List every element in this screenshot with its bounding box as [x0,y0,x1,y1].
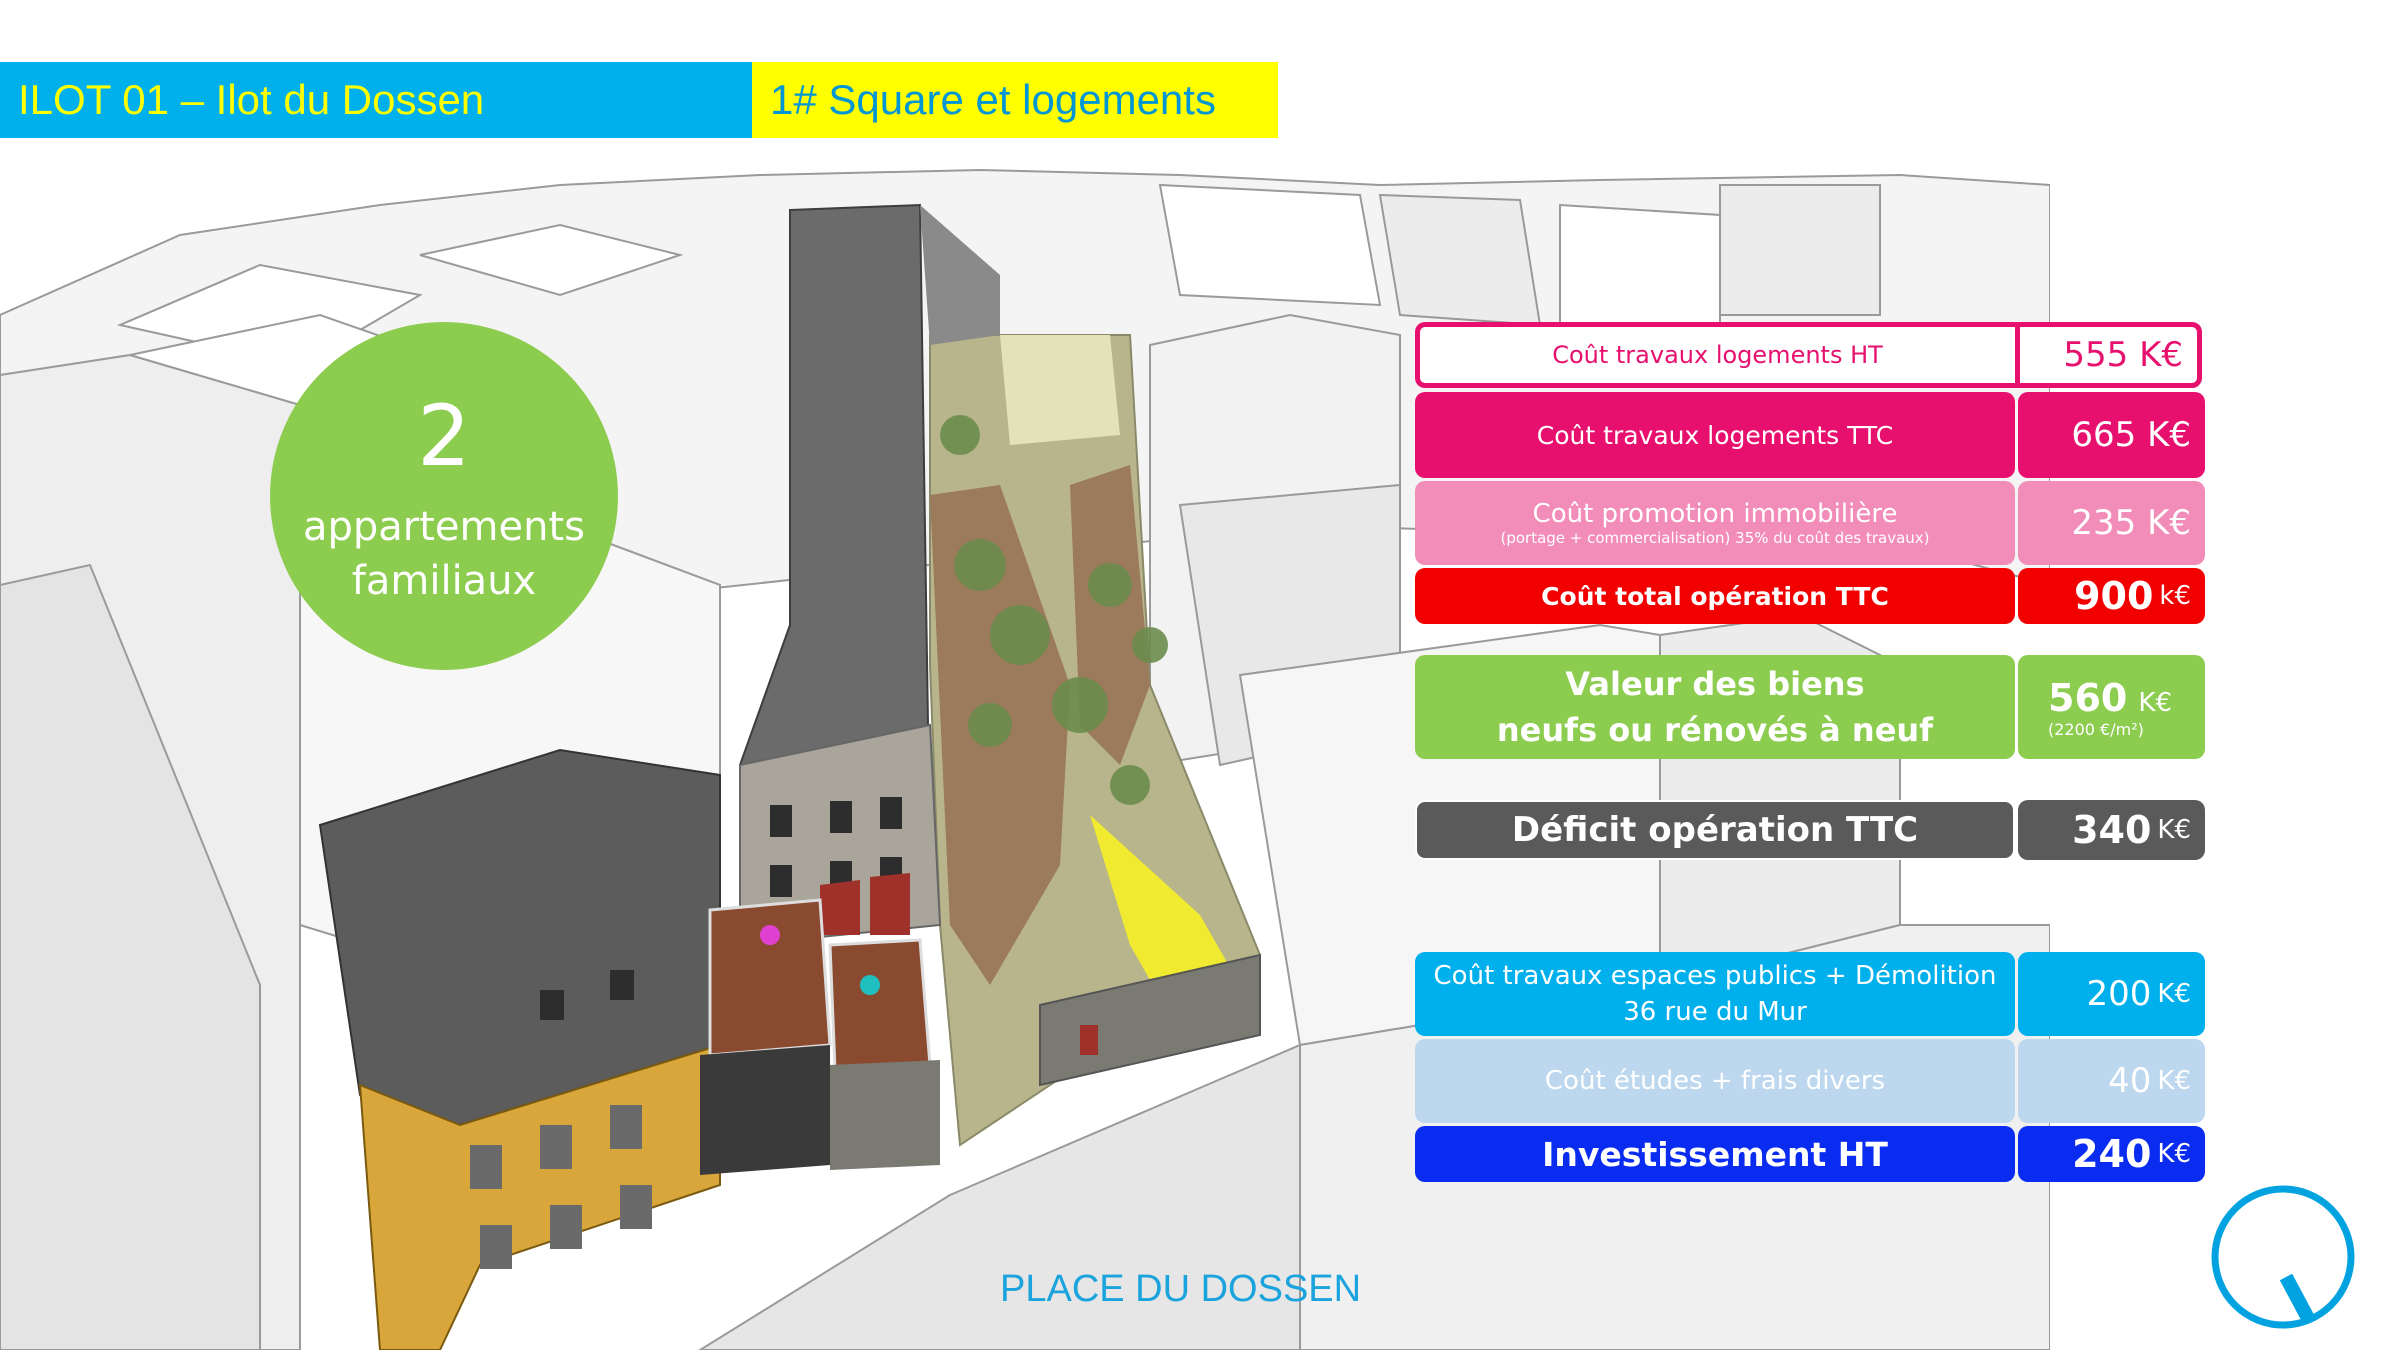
place-label: PLACE DU DOSSEN [1000,1268,1362,1310]
cost-row-public-spaces: Coût travaux espaces publics + Démolitio… [1415,952,2205,1036]
cost-unit: K€ [2157,815,2191,845]
cost-label: Coût travaux logements TTC [1415,392,2015,478]
cost-unit: K€ [2157,979,2191,1009]
cost-label: Coût promotion immobilière [1532,499,1898,529]
cost-row-investment: Investissement HT 240 K€ [1415,1126,2205,1182]
cost-unit: K€ [2157,1139,2191,1169]
cost-label: Coût études + frais divers [1415,1039,2015,1123]
cost-unit: K€ [2157,1066,2191,1096]
cost-value: 240 [2072,1132,2152,1176]
cost-row-property-value: Valeur des biens neufs ou rénovés à neuf… [1415,655,2205,759]
cost-label-line1: Coût travaux espaces publics + Démolitio… [1433,961,1997,991]
cost-value-box: 200 K€ [2018,952,2205,1036]
cost-label-box: Coût promotion immobilière (portage + co… [1415,481,2015,565]
cost-row-housing-ttc: Coût travaux logements TTC 665 K€ [1415,392,2205,478]
apartments-label-line2: familiaux [351,558,537,604]
cost-value: 555 K€ [2015,322,2202,388]
header-subtitle: 1# Square et logements [770,76,1216,123]
cost-label: Investissement HT [1415,1126,2015,1182]
cost-label-line2: neufs ou rénovés à neuf [1496,711,1934,749]
apartments-callout: 2 appartements familiaux [270,322,618,670]
cost-unit: K€ [2138,687,2173,718]
cost-unit: k€ [2159,581,2191,611]
apartments-count: 2 [417,387,471,485]
cost-label-line2: 36 rue du Mur [1623,997,1807,1027]
cost-row-studies: Coût études + frais divers 40 K€ [1415,1039,2205,1123]
cost-value-box: 560 K€ (2200 €/m²) [2018,655,2205,759]
cost-label: Coût total opération TTC [1415,568,2015,624]
cost-value-box: 900 k€ [2018,568,2205,624]
compass-logo-icon [2211,1185,2355,1329]
cost-value-box: 240 K€ [2018,1126,2205,1182]
cost-row-deficit: Déficit opération TTC 340 K€ [1415,800,2205,860]
header-title-band: ILOT 01 – Ilot du Dossen [0,62,752,138]
cost-note: (2200 €/m²) [2048,719,2144,739]
cost-value-box: 340 K€ [2018,800,2205,860]
cost-note: (portage + commercialisation) 35% du coû… [1500,529,1930,547]
header-title: ILOT 01 – Ilot du Dossen [18,76,485,123]
apartments-label-line1: appartements [303,504,585,550]
cost-row-housing-ht: Coût travaux logements HT 555 K€ [1415,322,2205,388]
cost-value: 235 K€ [2018,481,2205,565]
cost-value: 340 [2072,808,2152,852]
cost-label-box: Coût travaux espaces publics + Démolitio… [1415,952,2015,1036]
cost-label: Coût travaux logements HT [1415,322,2015,388]
cost-label-box: Valeur des biens neufs ou rénovés à neuf [1415,655,2015,759]
cost-label: Déficit opération TTC [1415,800,2015,860]
cost-value: 40 [2108,1061,2152,1101]
cost-label-line1: Valeur des biens [1565,665,1865,703]
cost-value: 200 [2086,974,2152,1014]
cost-row-promotion: Coût promotion immobilière (portage + co… [1415,481,2205,565]
cost-value-box: 40 K€ [2018,1039,2205,1123]
header-subtitle-band: 1# Square et logements [752,62,1278,138]
cost-value: 560 [2048,675,2128,720]
cost-row-total-ttc: Coût total opération TTC 900 k€ [1415,568,2205,624]
cost-value: 900 [2074,574,2154,618]
cost-value: 665 K€ [2018,392,2205,478]
